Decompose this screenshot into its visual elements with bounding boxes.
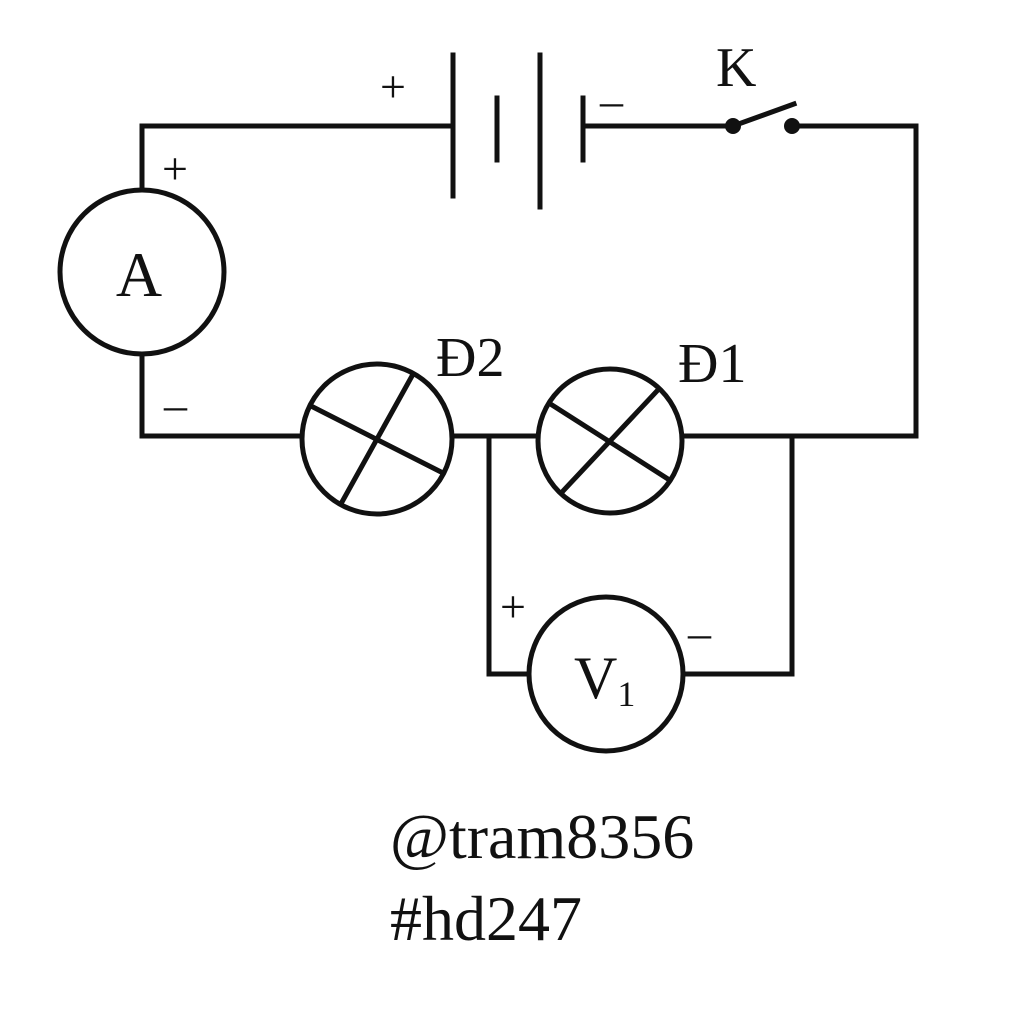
ammeter-plus-sign: + bbox=[162, 143, 188, 194]
wire-voltmeter-right bbox=[680, 433, 795, 677]
battery-plus-sign: + bbox=[380, 61, 406, 112]
lamp-d2 bbox=[299, 361, 455, 517]
lamp-d1 bbox=[535, 366, 685, 516]
switch-label: K bbox=[716, 37, 756, 99]
lamp-d1-label: Đ1 bbox=[678, 333, 746, 395]
ammeter-symbol: A bbox=[116, 239, 162, 310]
switch-k bbox=[725, 100, 800, 134]
battery bbox=[450, 52, 586, 210]
voltmeter-symbol: V1 bbox=[574, 645, 635, 714]
voltmeter-symbol-letter: V bbox=[574, 645, 617, 711]
voltmeter-subscript: 1 bbox=[617, 674, 635, 714]
credit-tag: #hd247 bbox=[390, 883, 582, 954]
ammeter-minus-sign: – bbox=[163, 379, 188, 430]
wire-top-left bbox=[139, 123, 456, 193]
wire-right bbox=[680, 123, 919, 439]
wire-voltmeter-left bbox=[486, 433, 533, 677]
wire-left-bottom bbox=[139, 351, 303, 439]
credit-author: @tram8356 bbox=[390, 801, 694, 872]
voltmeter-minus-sign: – bbox=[687, 607, 712, 658]
lamp-d2-label: Đ2 bbox=[436, 327, 504, 389]
voltmeter-plus-sign: + bbox=[500, 581, 526, 632]
voltmeter-v1 bbox=[526, 594, 686, 754]
ammeter bbox=[57, 187, 227, 357]
battery-minus-sign: – bbox=[599, 75, 624, 126]
